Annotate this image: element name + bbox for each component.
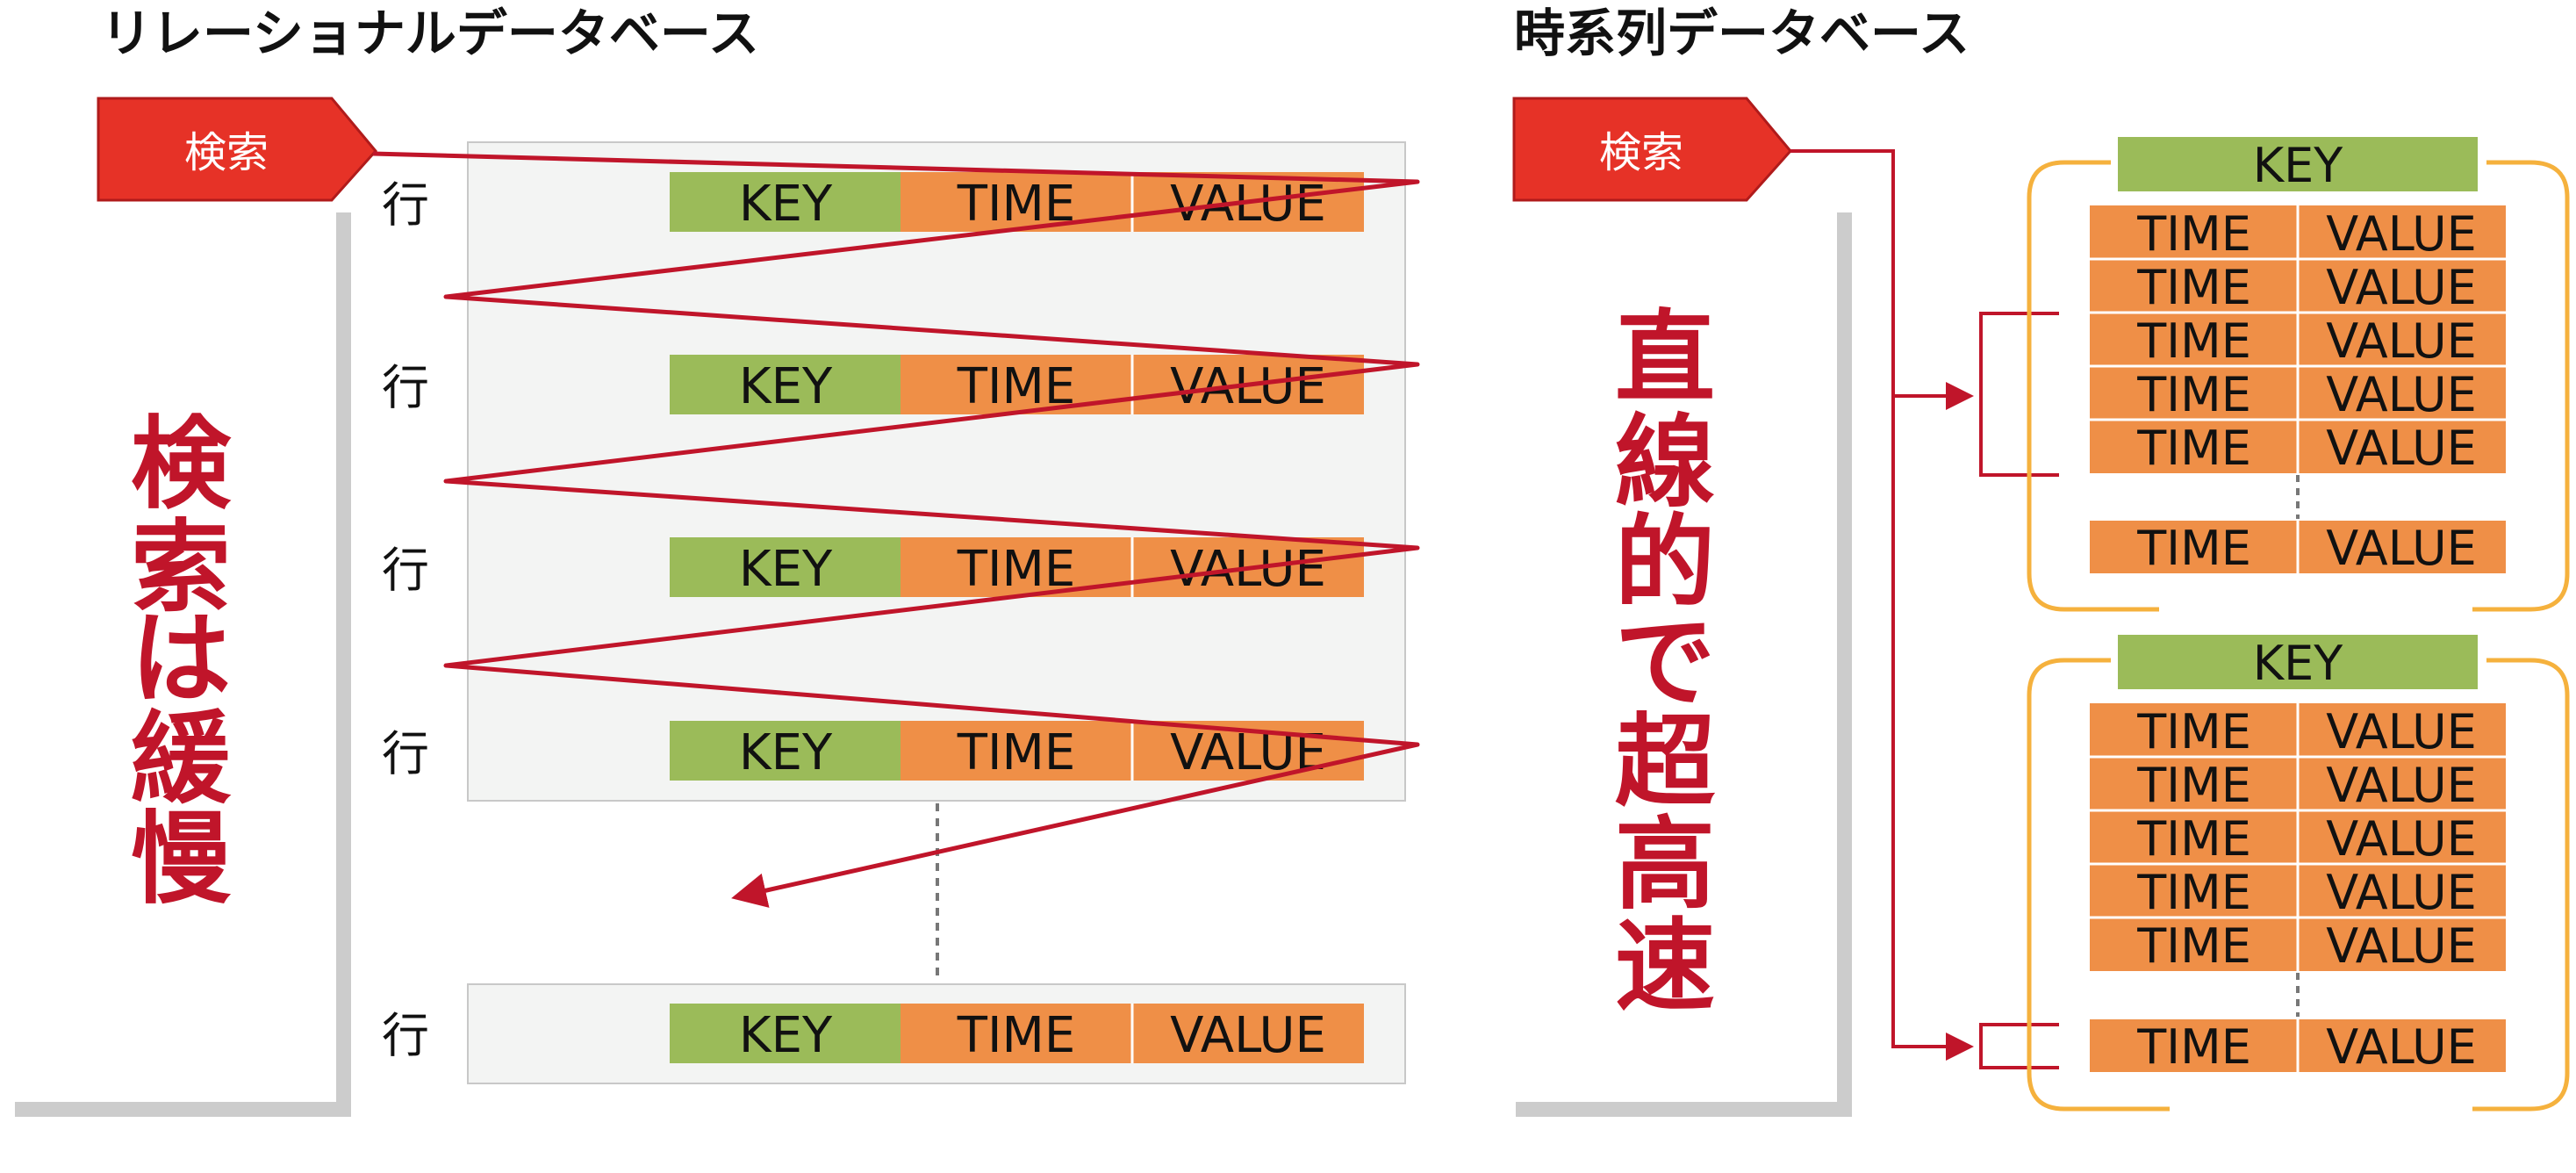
value-text: VALUE bbox=[1170, 176, 1326, 233]
time-text: TIME bbox=[2136, 918, 2251, 974]
key-cell bbox=[670, 537, 901, 597]
left-row-1: 行 KEY TIME VALUE bbox=[382, 172, 1364, 233]
series-block-1: KEY TIME VALUE TIME VALUE TIME VALUE TIM… bbox=[2027, 137, 2570, 612]
time-text: TIME bbox=[2136, 206, 2251, 262]
value-text: VALUE bbox=[2326, 206, 2476, 262]
series-key-text: KEY bbox=[2253, 636, 2344, 691]
time-text: TIME bbox=[957, 724, 1075, 781]
time-text: TIME bbox=[2136, 421, 2251, 476]
full-scan-zigzag-arrow bbox=[372, 151, 1420, 908]
value-text: VALUE bbox=[2326, 521, 2476, 576]
key-cell bbox=[670, 172, 901, 232]
time-text: TIME bbox=[2136, 704, 2251, 759]
left-wall bbox=[15, 212, 351, 1117]
left-search-tag-label: 検索 bbox=[184, 128, 269, 177]
time-text: TIME bbox=[2136, 260, 2251, 315]
right-search-tag: 検索 bbox=[1512, 97, 1792, 202]
left-table-panel bbox=[467, 141, 1406, 802]
series-key-cell bbox=[2118, 137, 2478, 191]
time-text: TIME bbox=[957, 541, 1075, 598]
left-search-tag: 検索 bbox=[97, 97, 377, 202]
time-cell bbox=[901, 721, 1132, 781]
time-text: TIME bbox=[2136, 1019, 2251, 1075]
range-brackets bbox=[1979, 312, 2059, 1069]
row-label: 行 bbox=[382, 360, 429, 415]
right-slogan-char-5: 超 bbox=[1615, 703, 1716, 820]
right-title: 時系列データベース bbox=[1514, 4, 1970, 63]
time-text: TIME bbox=[2136, 367, 2251, 422]
value-text: VALUE bbox=[2326, 1019, 2476, 1075]
key-text: KEY bbox=[739, 1007, 833, 1064]
left-slogan-char-5: 慢 bbox=[131, 801, 232, 918]
right-slogan-char-6: 高 bbox=[1615, 806, 1715, 923]
right-slogan: 直 線 的 で 超 高 速 bbox=[1615, 299, 1716, 1025]
key-cell bbox=[670, 721, 901, 781]
left-slogan-char-4: 緩 bbox=[131, 701, 232, 817]
right-slogan-char-2: 線 bbox=[1615, 404, 1715, 521]
left-slogan-char-1: 検 bbox=[131, 406, 232, 522]
row-label: 行 bbox=[382, 543, 429, 598]
right-search-tag-label: 検索 bbox=[1599, 128, 1683, 177]
left-slogan-char-2: 索 bbox=[131, 509, 231, 626]
key-cell bbox=[670, 355, 901, 414]
series-key-text: KEY bbox=[2253, 138, 2344, 193]
time-text: TIME bbox=[957, 1007, 1075, 1064]
right-wall bbox=[1516, 212, 1852, 1117]
time-text: TIME bbox=[2136, 313, 2251, 369]
value-text: VALUE bbox=[2326, 704, 2476, 759]
row-label: 行 bbox=[382, 726, 429, 781]
right-slogan-char-4: で bbox=[1615, 604, 1715, 721]
series-bracket bbox=[2027, 160, 2570, 612]
value-text: VALUE bbox=[2326, 865, 2476, 920]
value-text: VALUE bbox=[2326, 421, 2476, 476]
value-text: VALUE bbox=[2326, 758, 2476, 813]
row-label: 行 bbox=[382, 1008, 429, 1063]
value-text: VALUE bbox=[2326, 313, 2476, 369]
value-text: VALUE bbox=[2326, 367, 2476, 422]
time-text: TIME bbox=[2136, 758, 2251, 813]
key-text: KEY bbox=[739, 541, 833, 598]
series-block-2: KEY TIME VALUE TIME VALUE TIME VALUE TIM… bbox=[2027, 635, 2570, 1112]
time-text: TIME bbox=[2136, 811, 2251, 867]
right-slogan-char-7: 速 bbox=[1615, 908, 1715, 1025]
value-text: VALUE bbox=[2326, 260, 2476, 315]
right-slogan-char-3: 的 bbox=[1615, 504, 1715, 621]
left-slogan-char-3: は bbox=[131, 601, 231, 717]
left-title: リレーショナルデータベース bbox=[101, 4, 759, 63]
time-cell bbox=[901, 1004, 1132, 1063]
key-text: KEY bbox=[739, 358, 833, 415]
series-key-cell bbox=[2118, 635, 2478, 689]
direct-access-arrows bbox=[1790, 149, 1974, 1061]
value-text: VALUE bbox=[1170, 1007, 1326, 1064]
row-label: 行 bbox=[382, 177, 429, 233]
key-cell bbox=[670, 1004, 901, 1063]
key-text: KEY bbox=[739, 176, 833, 233]
key-text: KEY bbox=[739, 724, 833, 781]
time-text: TIME bbox=[2136, 521, 2251, 576]
value-cell bbox=[1132, 1004, 1364, 1063]
series-bracket bbox=[2027, 658, 2570, 1112]
left-slogan: 検 索 は 緩 慢 bbox=[131, 406, 232, 918]
left-row-last: 行 KEY TIME VALUE bbox=[382, 1004, 1364, 1064]
value-text: VALUE bbox=[2326, 918, 2476, 974]
value-text: VALUE bbox=[2326, 811, 2476, 867]
right-slogan-char-1: 直 bbox=[1615, 299, 1715, 416]
time-text: TIME bbox=[2136, 865, 2251, 920]
